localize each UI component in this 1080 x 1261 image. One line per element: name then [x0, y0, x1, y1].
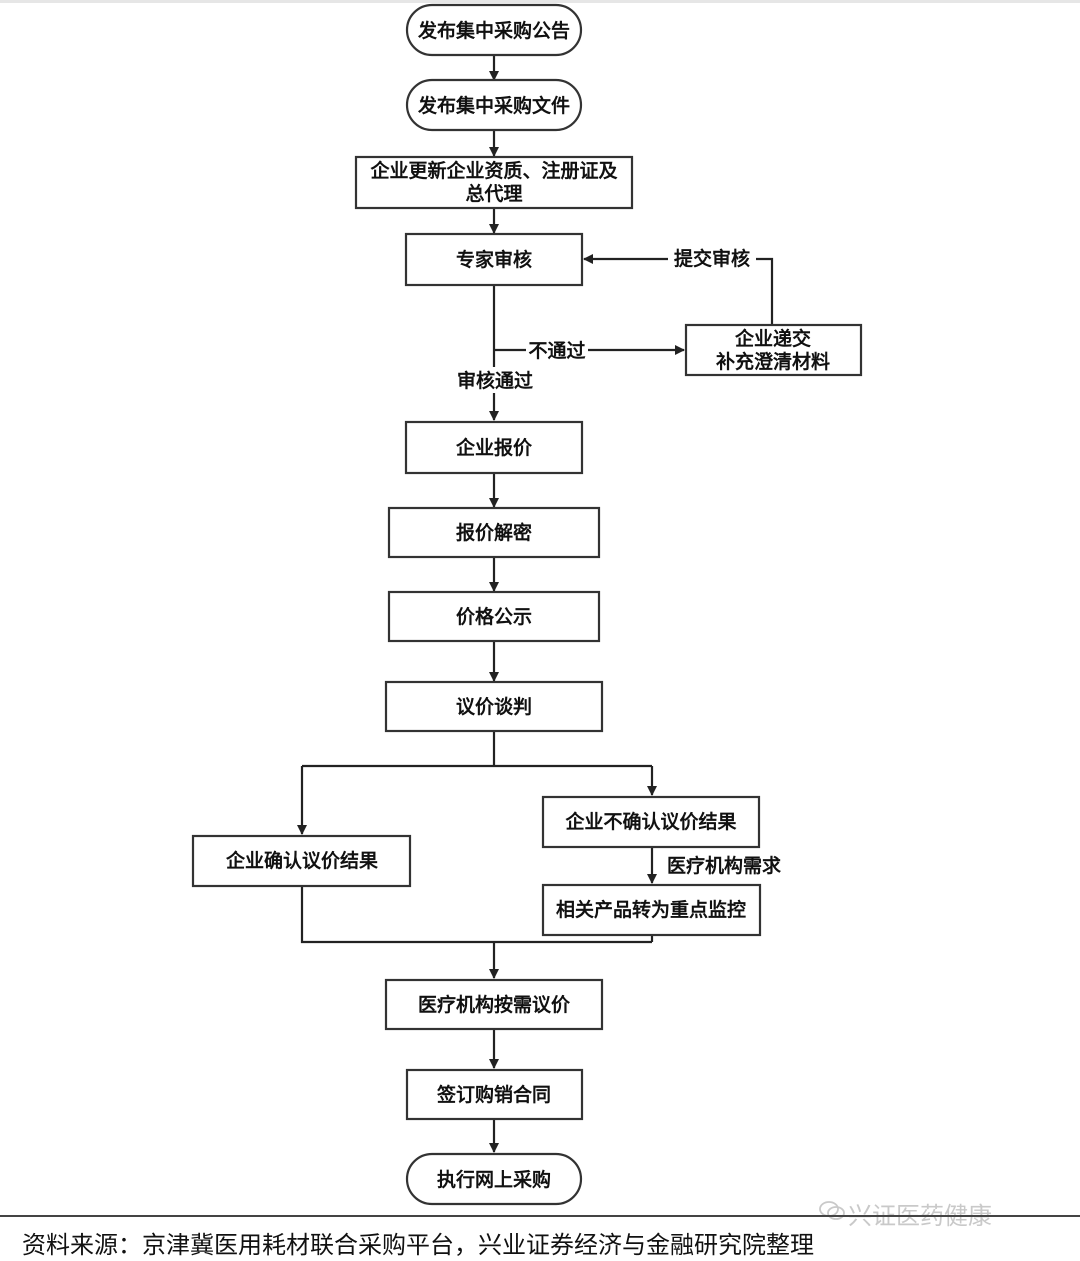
node-update-qualifications-line1: 企业更新企业资质、注册证及 — [369, 159, 618, 182]
node-sign-contract — [405, 1068, 584, 1121]
node-price-publicity — [387, 590, 601, 643]
node-confirm-result — [191, 834, 412, 888]
node-update-qualifications — [354, 155, 634, 210]
node-submit-supplementary — [684, 323, 863, 377]
node-publish-documents — [405, 78, 583, 132]
top-border — [0, 0, 1080, 3]
node-key-monitoring — [541, 883, 762, 937]
label-bg — [668, 245, 756, 271]
label-bg — [452, 367, 538, 393]
node-online-procurement — [405, 1152, 583, 1206]
node-enterprise-quote-label: 企业报价 — [455, 436, 533, 459]
node-submit-supplementary-line1: 企业递交 — [734, 327, 811, 350]
edge-n5-n4 — [583, 254, 774, 325]
label-not-passed: 不通过 — [528, 340, 585, 362]
node-expert-review-label: 专家审核 — [456, 248, 532, 271]
node-price-negotiation — [384, 680, 604, 733]
node-quote-decryption — [387, 506, 601, 559]
node-key-monitoring-label: 相关产品转为重点监控 — [556, 898, 746, 921]
node-quote-decryption-label: 报价解密 — [456, 521, 532, 544]
label-bg — [526, 337, 588, 363]
node-not-confirm-result-label: 企业不确认议价结果 — [564, 810, 736, 833]
node-medical-negotiation-label: 医疗机构按需议价 — [418, 993, 571, 1016]
node-price-negotiation-label: 议价谈判 — [456, 695, 532, 718]
connectors — [297, 55, 774, 1153]
node-update-qualifications-line2: 总代理 — [465, 182, 522, 205]
node-not-confirm-result — [541, 795, 761, 849]
edge-merge-bar — [300, 886, 652, 944]
label-medical-demand: 医疗机构需求 — [667, 854, 782, 877]
label-submit-review: 提交审核 — [674, 247, 750, 270]
node-price-publicity-label: 价格公示 — [456, 605, 532, 628]
label-review-passed: 审核通过 — [457, 369, 533, 392]
source-note: 资料来源：京津冀医用耗材联合采购平台，兴业证券经济与金融研究院整理 — [22, 1231, 814, 1259]
node-publish-announcement-label: 发布集中采购公告 — [417, 19, 570, 42]
footer: 资料来源：京津冀医用耗材联合采购平台，兴业证券经济与金融研究院整理 — [0, 1215, 1080, 1261]
node-sign-contract-label: 签订购销合同 — [436, 1083, 551, 1106]
node-enterprise-quote — [404, 420, 584, 475]
node-submit-supplementary-line2: 补充澄清材料 — [716, 350, 830, 373]
node-confirm-result-label: 企业确认议价结果 — [225, 849, 378, 872]
node-expert-review — [404, 232, 584, 287]
node-publish-announcement — [405, 3, 583, 57]
node-online-procurement-label: 执行网上采购 — [437, 1168, 551, 1191]
node-medical-negotiation — [384, 978, 604, 1031]
node-publish-documents-label: 发布集中采购文件 — [417, 94, 570, 117]
